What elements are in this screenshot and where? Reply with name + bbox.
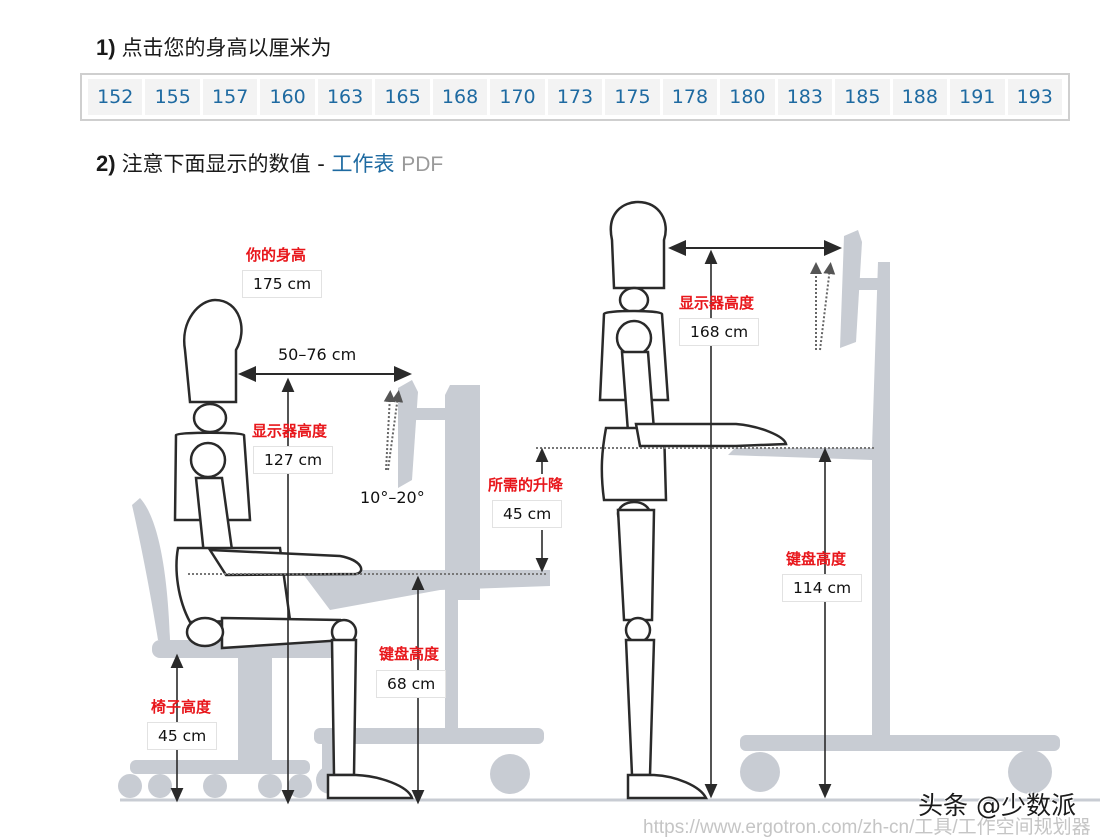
your-height-label: 你的身高 [246, 246, 307, 264]
required-lift-label: 所需的升降 [488, 476, 564, 494]
height-option-152[interactable]: 152 [88, 79, 143, 115]
standing-desk-silhouette [728, 230, 1060, 794]
step1-title: 点击您的身高以厘米为 [121, 36, 332, 60]
height-option-173[interactable]: 173 [547, 79, 603, 115]
height-option-185[interactable]: 185 [835, 79, 890, 115]
height-option-170[interactable]: 170 [490, 79, 545, 115]
standing-keyboard-height-value: 114 cm [782, 574, 863, 602]
ergonomic-diagram: 你的身高 175 cm 50–76 cm 显示器高度 127 cm 10°–20… [0, 190, 1120, 810]
required-lift-value: 45 cm [492, 500, 563, 528]
seated-figure-outline [173, 298, 414, 800]
worksheet-link[interactable]: 工作表 [331, 152, 395, 176]
your-height-value: 175 cm [242, 270, 323, 298]
chair-height-label: 椅子高度 [151, 698, 212, 716]
height-option-178[interactable]: 178 [662, 79, 718, 115]
standing-figure-outline [598, 200, 788, 800]
height-option-163[interactable]: 163 [317, 79, 373, 115]
height-option-165[interactable]: 165 [375, 79, 430, 115]
standing-monitor-height-value: 168 cm [679, 318, 760, 346]
seated-monitor-height-value: 127 cm [253, 446, 334, 474]
chair-height-value: 45 cm [147, 722, 218, 750]
chair-silhouette [118, 498, 352, 798]
seated-desk-silhouette [300, 380, 550, 794]
step2-title: 注意下面显示的数值 - [121, 152, 325, 176]
height-option-188[interactable]: 188 [892, 79, 948, 115]
height-selector: 152 155 157 160 163 165 168 170 173 175 … [80, 73, 1070, 121]
height-option-160[interactable]: 160 [260, 79, 315, 115]
pdf-link[interactable]: PDF [401, 153, 444, 176]
eye-distance-value: 50–76 cm [278, 345, 357, 364]
step1-heading: 1)点击您的身高以厘米为 [96, 32, 332, 62]
seated-monitor-height-label: 显示器高度 [252, 422, 328, 440]
height-option-183[interactable]: 183 [777, 79, 833, 115]
source-url: https://www.ergotron.com/zh-cn/工具/工作空间规划… [643, 817, 1091, 838]
standing-keyboard-height-label: 键盘高度 [786, 550, 847, 568]
step2-heading: 2)注意下面显示的数值 - 工作表 PDF [96, 148, 443, 178]
diagram-illustration [118, 200, 1100, 805]
seated-keyboard-height-label: 键盘高度 [379, 645, 440, 663]
standing-monitor-height-label: 显示器高度 [679, 294, 755, 312]
step1-number: 1) [96, 35, 116, 60]
seated-keyboard-height-value: 68 cm [376, 670, 447, 698]
height-option-193[interactable]: 193 [1007, 79, 1062, 115]
height-option-180[interactable]: 180 [720, 79, 775, 115]
step2-number: 2) [96, 151, 116, 176]
height-option-175[interactable]: 175 [605, 79, 660, 115]
height-option-168[interactable]: 168 [432, 79, 488, 115]
watermark: 头条 @少数派 [918, 791, 1076, 820]
height-option-191[interactable]: 191 [950, 79, 1005, 115]
height-option-155[interactable]: 155 [145, 79, 200, 115]
height-option-157[interactable]: 157 [202, 79, 258, 115]
monitor-tilt-value: 10°–20° [360, 488, 425, 507]
